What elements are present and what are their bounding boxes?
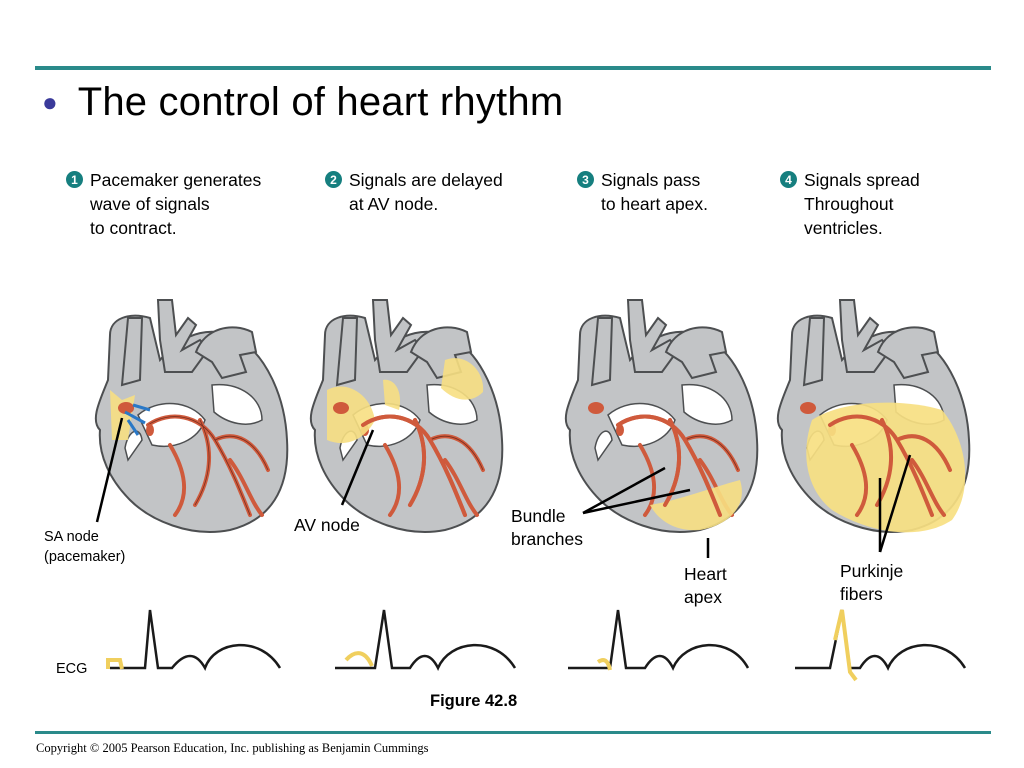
heart-2 <box>311 300 502 532</box>
heart-1 <box>96 300 287 532</box>
bottom-rule <box>35 731 991 734</box>
heart-4 <box>778 300 969 532</box>
label-av-node: AV node <box>294 514 360 537</box>
copyright-text: Copyright © 2005 Pearson Education, Inc.… <box>36 741 428 756</box>
label-sa-node: SA node (pacemaker) <box>44 527 125 567</box>
label-ecg: ECG <box>56 659 87 679</box>
figure-caption: Figure 42.8 <box>430 692 517 711</box>
label-heart-apex: Heart apex <box>684 563 727 609</box>
label-purkinje-fibers: Purkinje fibers <box>840 560 903 606</box>
label-bundle-branches: Bundle branches <box>511 505 583 551</box>
